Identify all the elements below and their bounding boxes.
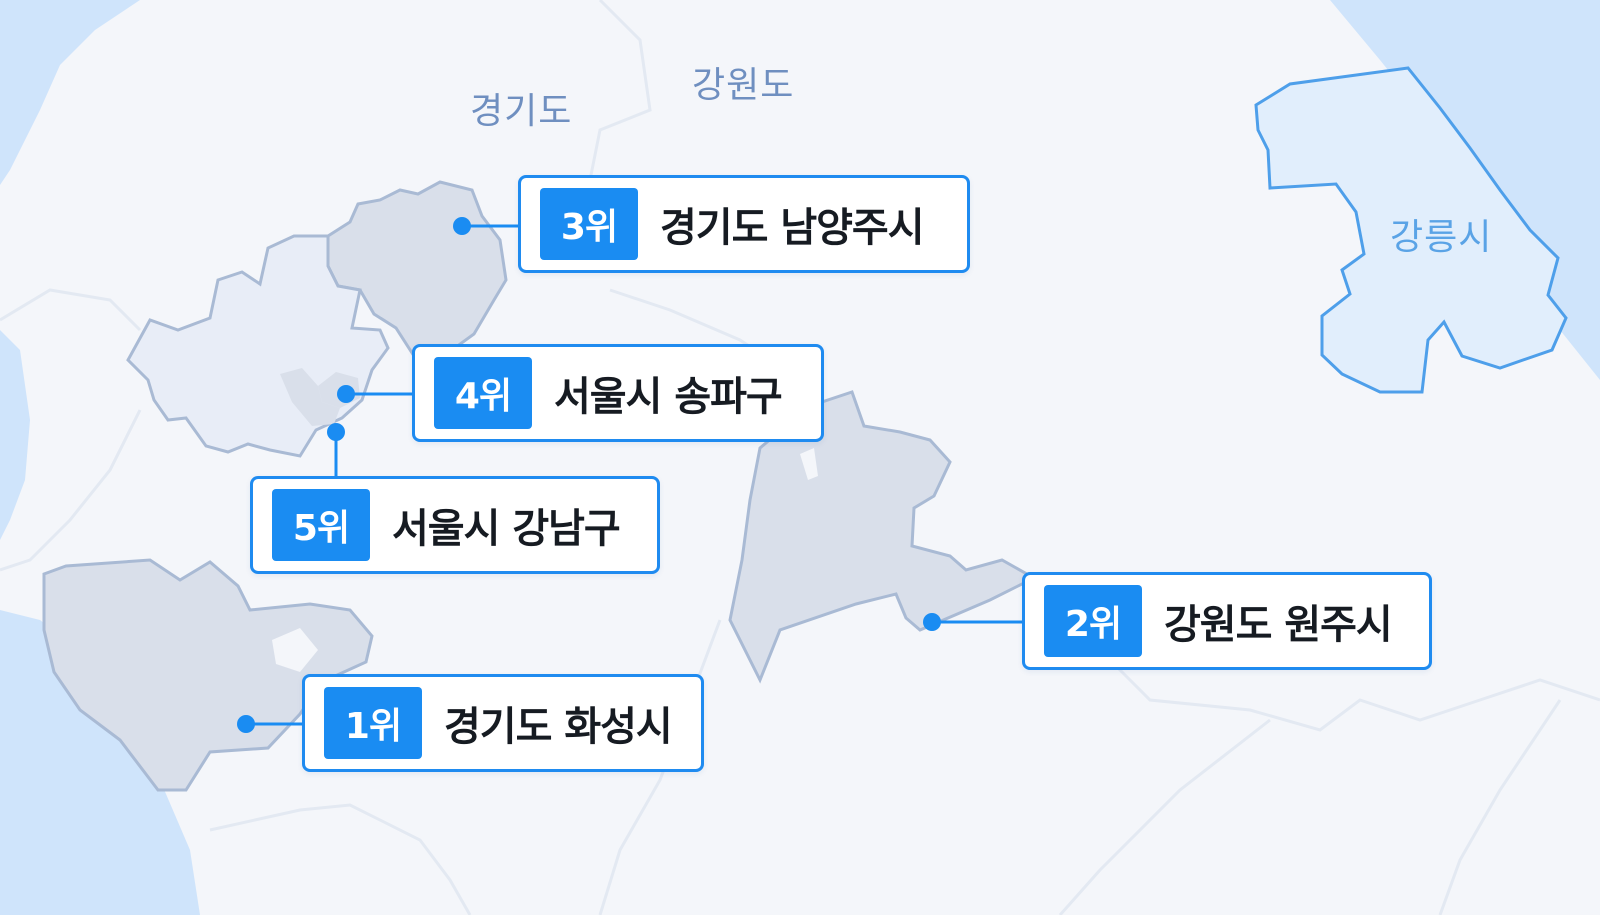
songpa-dot — [337, 385, 355, 403]
west-sea-middle — [0, 330, 30, 540]
west-sea-south — [0, 610, 200, 915]
rank-5-badge: 5위 — [272, 489, 370, 561]
rank-4-name: 서울시 송파구 — [554, 374, 783, 420]
gangnam-dot — [327, 423, 345, 441]
namyangju-dot — [453, 217, 471, 235]
east-sea — [1330, 0, 1600, 380]
label-gyeonggi: 경기도 — [470, 91, 573, 132]
label-gangwon: 강원도 — [692, 65, 795, 106]
wonju-notch — [800, 448, 818, 480]
hwaseong-region — [42, 558, 374, 792]
gangnam-district — [280, 368, 340, 426]
rank-5-callout: 5위 서울시 강남구 — [250, 476, 660, 574]
location-dots — [237, 217, 941, 733]
rank-1-callout: 1위 경기도 화성시 — [302, 674, 704, 772]
rank-3-callout: 3위 경기도 남양주시 — [518, 175, 970, 273]
rank-2-callout: 2위 강원도 원주시 — [1022, 572, 1432, 670]
wonju-dot — [923, 613, 941, 631]
hwaseong-cutout — [272, 628, 318, 672]
west-sea-north — [0, 0, 140, 185]
gangneung-region — [1254, 66, 1568, 394]
rank-4-badge: 4위 — [434, 357, 532, 429]
rank-1-name: 경기도 화성시 — [444, 704, 673, 750]
rank-5-name: 서울시 강남구 — [392, 506, 621, 552]
rank-4-callout: 4위 서울시 송파구 — [412, 344, 824, 442]
label-gangneung: 강릉시 — [1390, 217, 1493, 258]
rank-2-badge: 2위 — [1044, 585, 1142, 657]
rank-3-name: 경기도 남양주시 — [660, 205, 925, 251]
rank-2-name: 강원도 원주시 — [1164, 602, 1393, 648]
hwaseong-dot — [237, 715, 255, 733]
rank-3-badge: 3위 — [540, 188, 638, 260]
rank-1-badge: 1위 — [324, 687, 422, 759]
